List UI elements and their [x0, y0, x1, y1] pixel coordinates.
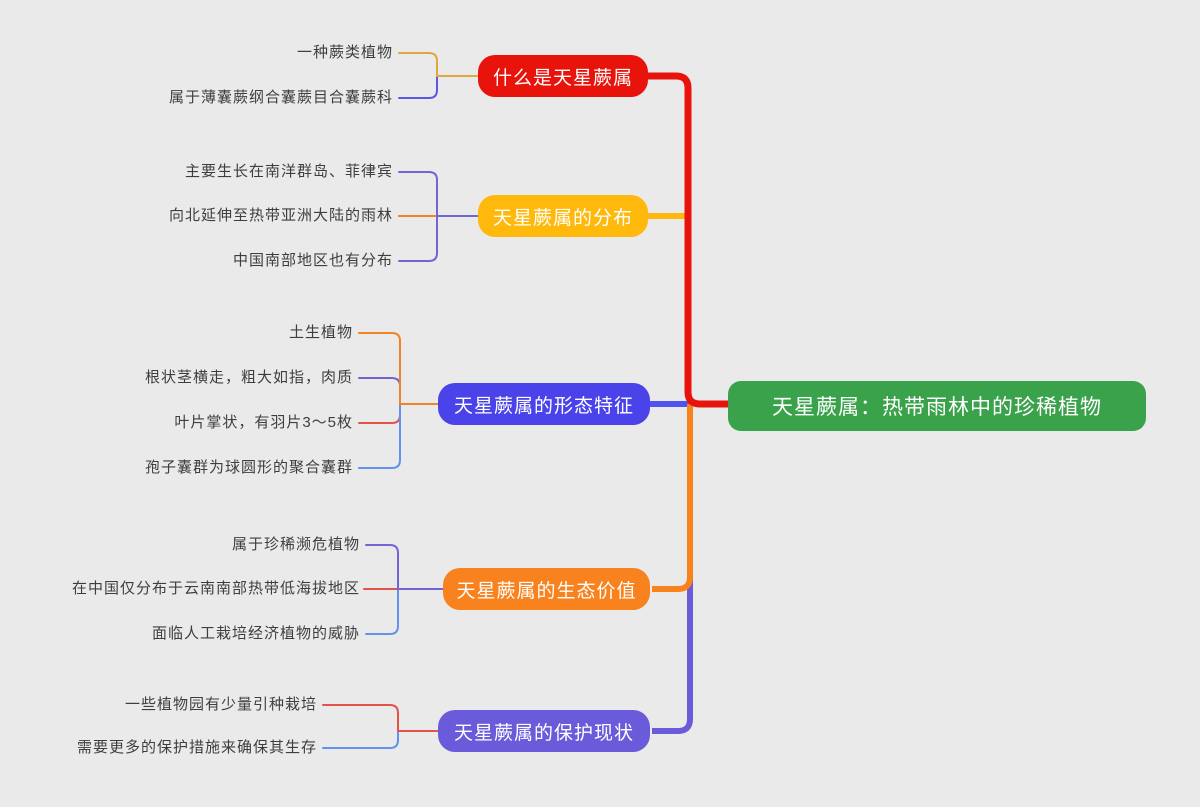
trunk-connector-purple — [652, 404, 693, 734]
leaf-item[interactable]: 中国南部地区也有分布 — [232, 252, 393, 269]
leaf-item[interactable]: 孢子囊群为球圆形的聚合囊群 — [144, 459, 353, 476]
leaf-connector — [358, 403, 439, 424]
trunk-connector-red — [648, 72, 730, 408]
branch-node-conservation-status[interactable]: 天星蕨属的保护现状 — [438, 710, 650, 752]
trunk-connector-orange — [652, 404, 693, 592]
branch-node-what-is[interactable]: 什么是天星蕨属 — [478, 55, 648, 97]
leaf-item[interactable]: 需要更多的保护措施来确保其生存 — [76, 739, 317, 756]
leaf-item[interactable]: 向北延伸至热带亚洲大陆的雨林 — [168, 207, 393, 224]
leaf-item[interactable]: 属于薄囊蕨纲合囊蕨目合囊蕨科 — [168, 89, 393, 106]
leaf-item[interactable]: 一种蕨类植物 — [296, 44, 393, 61]
branch-node-distribution[interactable]: 天星蕨属的分布 — [478, 195, 648, 237]
leaf-item[interactable]: 面临人工栽培经济植物的威胁 — [151, 625, 360, 642]
leaf-item[interactable]: 叶片掌状，有羽片3～5枚 — [174, 414, 353, 431]
leaf-item[interactable]: 一些植物园有少量引种栽培 — [124, 696, 317, 713]
branch-node-morphology[interactable]: 天星蕨属的形态特征 — [438, 383, 650, 425]
leaf-item[interactable]: 根状茎横走，粗大如指，肉质 — [144, 369, 353, 386]
leaf-item[interactable]: 在中国仅分布于云南南部热带低海拔地区 — [71, 580, 360, 597]
leaf-connector — [322, 704, 439, 732]
leaf-connector — [358, 403, 439, 469]
leaf-connector — [398, 215, 479, 262]
branch-node-ecological-value[interactable]: 天星蕨属的生态价值 — [443, 568, 650, 610]
leaf-item[interactable]: 属于珍稀濒危植物 — [231, 536, 360, 553]
leaf-connector — [398, 171, 479, 217]
root-node[interactable]: 天星蕨属：热带雨林中的珍稀植物 — [728, 381, 1146, 431]
leaf-connector — [365, 588, 444, 635]
leaf-item[interactable]: 主要生长在南洋群岛、菲律宾 — [184, 163, 393, 180]
leaf-connector — [398, 52, 479, 77]
leaf-connector — [365, 544, 444, 590]
leaf-connector — [358, 377, 439, 405]
leaf-connector — [398, 75, 479, 99]
leaf-item[interactable]: 土生植物 — [288, 324, 353, 341]
leaf-connector — [358, 332, 439, 405]
leaf-connector — [322, 730, 439, 749]
